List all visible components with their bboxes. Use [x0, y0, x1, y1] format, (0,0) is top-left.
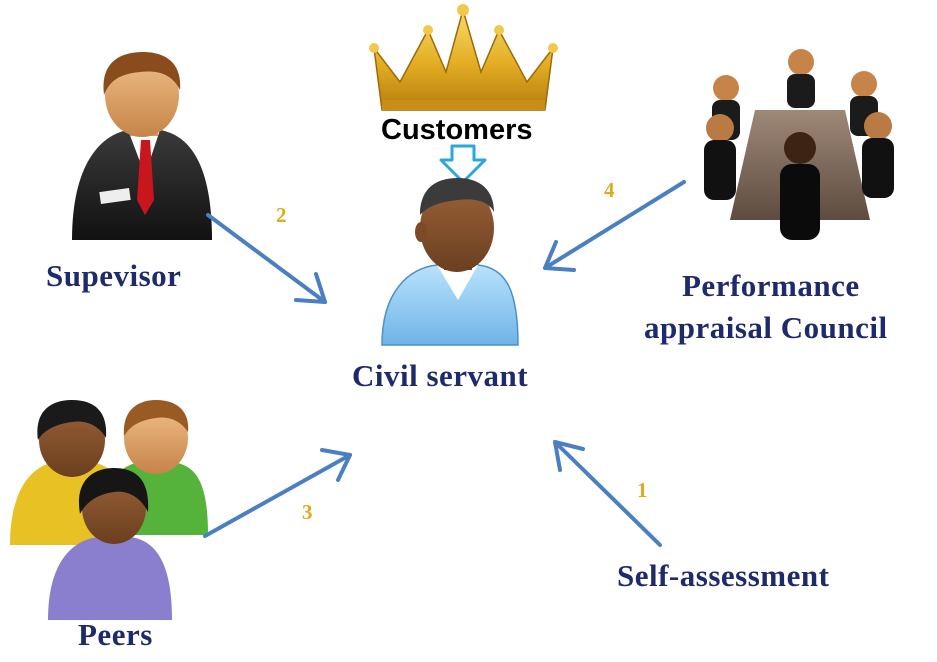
council-label-line1: Performance [682, 268, 860, 303]
arrow-number-peers: 3 [302, 500, 313, 524]
civil-servant-label: Civil servant [352, 358, 529, 393]
supervisor-label: Supevisor [46, 258, 182, 293]
customers-label: Customers [381, 114, 533, 146]
civil-servant-icon [381, 178, 519, 346]
self-assessment-label: Self-assessment [617, 558, 830, 593]
arrow-self [553, 440, 662, 547]
peers-label: Peers [78, 617, 153, 652]
peers-icon [10, 400, 208, 620]
supervisor-icon [72, 52, 212, 240]
arrow-council [543, 180, 686, 272]
arrow-supervisor [206, 213, 327, 304]
crown-icon [369, 4, 558, 111]
arrow-number-council: 4 [604, 178, 615, 202]
arrow-peers [203, 448, 352, 538]
council-icon [704, 49, 894, 240]
arrow-number-supervisor: 2 [276, 203, 287, 227]
customer-arrow-icon [439, 144, 487, 184]
arrow-number-self: 1 [637, 478, 648, 502]
council-label-line2: appraisal Council [644, 310, 888, 345]
